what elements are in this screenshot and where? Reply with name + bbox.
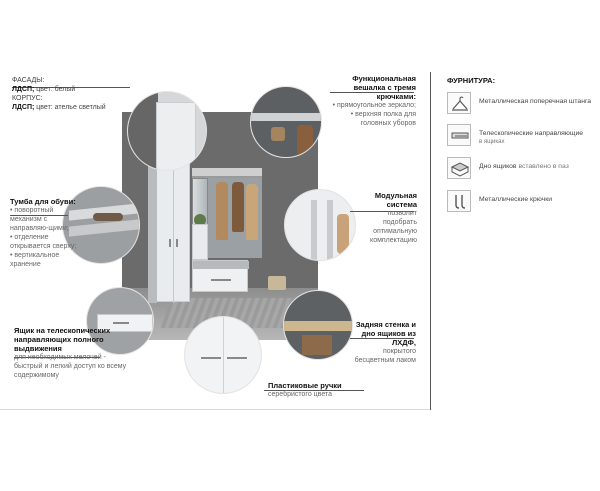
hanger-item: • верхняя полка для головных уборов (350, 111, 416, 127)
shoe-cabinet-item: • отделение открывается сверху; (10, 234, 77, 250)
back-panel-desc: покрытого бесцветным лаком (354, 348, 416, 364)
drawer-text: Ящик на телескопических направляющих пол… (14, 326, 134, 380)
modular-desc: позволит подобрать оптимальную комплекта… (370, 210, 417, 244)
callout-circle-modular (284, 189, 356, 261)
back-panel-text: Задняя стенка и дно ящиков из ЛХДФ, покр… (348, 320, 416, 365)
metal-hooks-icon (447, 190, 471, 212)
callout-circle-drawer (86, 287, 154, 355)
small-cabinet (192, 224, 208, 260)
vertical-divider (430, 72, 431, 410)
drawer-desc: для необходимых мелочей - быстрый и легк… (14, 354, 127, 379)
handles-text: Пластиковые ручки серебристого цвета (268, 381, 378, 399)
plant (194, 214, 206, 226)
furnitura-item: Металлические крючки (447, 190, 592, 214)
furnitura-item: Металлическая поперечная штанга (447, 92, 592, 116)
furnitura-label: Металлическая поперечная штанга (479, 98, 592, 105)
back-panel-title: Задняя стенка и дно ящиков из ЛХДФ, (355, 320, 416, 347)
shoe-cabinet-title: Тумба для обуви: (10, 197, 76, 206)
hanger-text: Функциональная вешалка с тремя крючками:… (328, 74, 416, 128)
shoe-cabinet-item: • поворотный механизм с направляю-щими; (10, 207, 69, 232)
callout-circle-shoe-cabinet (62, 186, 140, 264)
leader-line (264, 390, 364, 391)
shoe-cabinet-text: Тумба для обуви: • поворотный механизм с… (10, 197, 80, 269)
callout-circle-back-panel (283, 290, 353, 360)
leader-line (330, 92, 414, 93)
modular-text: Модульная система позволит подобрать опт… (362, 191, 417, 245)
shoe-cabinet-item: • вертикальное хранение (10, 252, 60, 268)
callout-circle-hanger (250, 86, 322, 158)
leader-line (12, 87, 130, 88)
drawer-bottom-icon (447, 157, 471, 179)
basket (268, 276, 286, 290)
handles-title: Пластиковые ручки (268, 381, 342, 390)
hanger-rail-icon (447, 92, 471, 114)
modular-title: Модульная система (374, 191, 417, 209)
shoe-cabinet (192, 260, 249, 292)
facades-label: ФАСАДЫ: (12, 77, 45, 84)
callout-circle-handles (184, 316, 262, 394)
furnitura-label: Дно ящиков вставлено в паз (479, 163, 569, 170)
leader-line (14, 357, 100, 358)
furnitura-item: Дно ящиков вставлено в паз (447, 157, 592, 181)
handles-desc: серебристого цвета (268, 391, 333, 398)
hanger-title: Функциональная вешалка с тремя крючками: (352, 74, 416, 101)
callout-circle-wardrobe (127, 91, 207, 171)
furnitura-label: Металлические крючки (479, 196, 553, 203)
leader-line (350, 338, 414, 339)
bottom-divider (0, 409, 430, 410)
telescopic-slide-icon (447, 124, 471, 146)
leader-line (350, 211, 414, 212)
furnitura-title: ФУРНИТУРА: (447, 76, 496, 85)
hanger-item: • прямоугольное зеркало; (332, 102, 416, 109)
leader-line (10, 215, 68, 216)
facades-text: ФАСАДЫ: ЛДСП; цвет: белый КОРПУС: ЛДСП; … (12, 76, 132, 112)
drawer-title: Ящик на телескопических направляющих пол… (14, 326, 111, 353)
